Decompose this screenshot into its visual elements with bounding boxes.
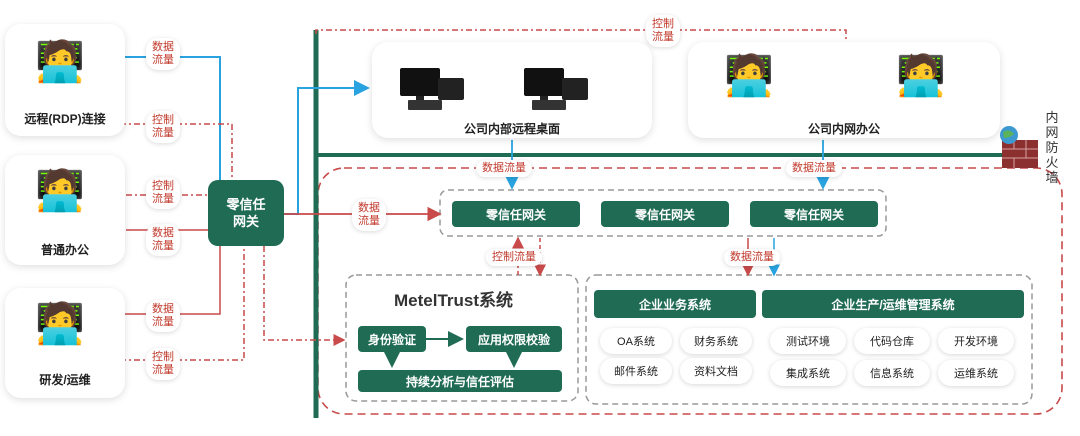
firewall-label: 内网防火墙 [1045, 110, 1059, 185]
ops-item: 测试环境 [770, 328, 846, 354]
ops-item: 信息系统 [854, 360, 930, 386]
intranet-office-label: 公司内网办公 [807, 122, 880, 136]
remote-desktop-label: 公司内部远程桌面 [463, 122, 560, 136]
computer-icon [398, 64, 468, 119]
business-item: 邮件系统 [600, 358, 672, 384]
data-flow-tag: 数据 流量 [146, 38, 180, 70]
zero-trust-gateway: 零信任网关 [750, 201, 878, 227]
remote-desktop-card: 公司内部远程桌面 [372, 42, 652, 138]
app-permission-box: 应用权限校验 [466, 326, 562, 352]
data-flow-tag: 数据 流量 [352, 199, 386, 231]
person-at-desk-icon: 🧑‍💻 [35, 169, 85, 213]
identity-verify-box: 身份验证 [358, 326, 426, 352]
control-flow-tag: 控制 流量 [146, 177, 180, 209]
data-flow-tag: 数据流量 [476, 160, 532, 177]
ops-systems-title: 企业生产/运维管理系统 [762, 290, 1024, 318]
zero-trust-gateway-main: 零信任 网关 [208, 180, 284, 246]
user-card-office: 🧑‍💻 普通办公 [5, 155, 125, 265]
firewall-icon [1000, 126, 1038, 168]
control-flow-tag: 控制 流量 [146, 348, 180, 380]
person-at-desk-icon: 🧑‍💻 [724, 54, 774, 98]
data-flow-tag: 数据流量 [786, 160, 842, 177]
user-label: 普通办公 [40, 243, 89, 257]
data-flow-tag: 数据 流量 [146, 224, 180, 256]
computer-icon [522, 64, 592, 119]
person-at-desk-icon: 🧑‍💻 [35, 302, 85, 346]
business-item: OA系统 [600, 328, 672, 354]
data-flow-tag: 数据流量 [724, 249, 780, 266]
business-item: 财务系统 [680, 328, 752, 354]
ops-item: 代码仓库 [854, 328, 930, 354]
control-flow-tag: 控制流量 [486, 249, 542, 266]
user-card-devops: 🧑‍💻 研发/运维 [5, 288, 125, 398]
trust-evaluation-box: 持续分析与信任评估 [358, 370, 562, 392]
user-label: 研发/运维 [39, 373, 91, 387]
control-flow-tag: 控制 流量 [146, 111, 180, 143]
user-card-rdp: 🧑‍💻 远程(RDP)连接 [5, 24, 125, 136]
business-item: 资料文档 [680, 358, 752, 384]
person-at-desk-icon: 🧑‍💻 [35, 40, 85, 84]
intranet-office-card: 🧑‍💻 🧑‍💻 公司内网办公 [688, 42, 1000, 138]
control-flow-tag: 控制 流量 [646, 15, 680, 47]
data-flow-tag: 数据 流量 [146, 300, 180, 332]
ops-item: 运维系统 [938, 360, 1014, 386]
business-systems-title: 企业业务系统 [594, 290, 756, 318]
meteltrust-title: MetelTrust系统 [394, 291, 514, 310]
ops-item: 集成系统 [770, 360, 846, 386]
zero-trust-gateway: 零信任网关 [601, 201, 729, 227]
person-at-desk-icon: 🧑‍💻 [896, 54, 946, 98]
user-label: 远程(RDP)连接 [24, 112, 106, 126]
ops-item: 开发环境 [938, 328, 1014, 354]
zero-trust-gateway: 零信任网关 [452, 201, 580, 227]
